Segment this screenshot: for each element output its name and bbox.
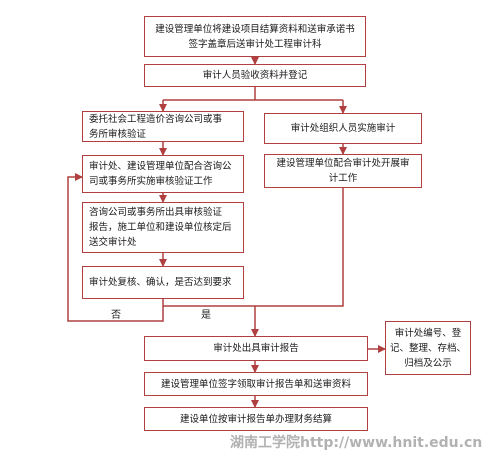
step-cooperate-audit: 建设管理单位配合审计处开展审 计工作 (264, 154, 422, 188)
step-financial-settlement: 建设单位按审计报告单办理财务结算 (144, 407, 368, 431)
step-archive-publicize: 审计处编号、登 记、整理、存档、 归档及公示 (385, 321, 471, 375)
edge-no-loop (67, 173, 164, 322)
step-collect-report: 建设管理单位签字领取审计报告单和送审资料 (144, 372, 368, 396)
step-entrust-consultant: 委托社会工程造价咨询公司或事 务所审核验证 (82, 111, 244, 142)
edge-n6-merge (255, 188, 344, 307)
step-receive-register: 审计人员验收资料并登记 (144, 64, 366, 87)
step-issue-report: 审计处出具审计报告 (144, 336, 368, 361)
label-yes: 是 (201, 310, 211, 321)
step-organize-audit: 审计处组织人员实施审计 (264, 113, 422, 144)
step-submit-materials: 建设管理单位将建设项目结算资料和送审承诺书 签字盖章后送审计处工程审计科 (144, 16, 366, 57)
step-cooperate-verification: 审计处、建设管理单位配合咨询公 司或事务所实施审核验证工作 (82, 155, 244, 193)
watermark: 湖南工学院http://www.hnit.edu.cn (230, 435, 483, 451)
label-no: 否 (111, 310, 121, 321)
step-review-confirm: 审计处复核、确认，是否达到要求 (82, 266, 244, 299)
edge-n2-split (163, 87, 343, 101)
step-verification-report: 咨询公司或事务所出具审核验证 报告，施工单位和建设单位核定后 送交审计处 (82, 202, 244, 253)
